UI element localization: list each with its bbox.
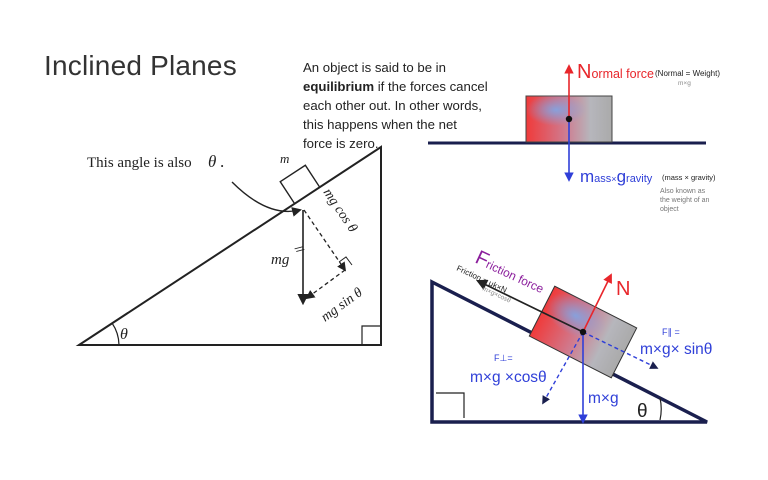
left-angle-note-theta: θ (208, 152, 216, 171)
left-sin-label: mg sin θ (319, 285, 366, 325)
slide-title: Inclined Planes (44, 50, 237, 81)
friction-normal-arrow (582, 273, 612, 333)
paragraph-suffix: if the forces cancel each other out. In … (303, 79, 488, 151)
left-note-pointer (231, 181, 302, 217)
left-mass-label: m (280, 151, 289, 166)
weight-note-1: Also known as (660, 188, 706, 195)
normal-block-center (565, 115, 573, 123)
left-cos-arrow (303, 209, 347, 272)
paragraph-prefix: An object is said to be in (303, 60, 446, 75)
gravity-gravity-cap: g (617, 167, 626, 186)
left-sin-arrow (305, 269, 346, 300)
left-angle-note-dot: . (220, 152, 224, 171)
gravity-mass-rest: ass (594, 173, 612, 185)
left-angle-note: This angle is also (87, 155, 192, 171)
left-component-right-angle (338, 256, 353, 266)
friction-angle-theta: θ (637, 401, 648, 422)
gravity-note: (mass × gravity) (662, 173, 716, 182)
weight-note-2: the weight of an (660, 197, 710, 204)
normal-force-label: Normal force (577, 61, 654, 83)
gravity-gravity-rest: ravity (626, 173, 653, 185)
left-cos-label: mg cos θ (320, 186, 360, 236)
weight-note-3: object (660, 206, 679, 213)
normal-force-note: (Normal = Weight) (655, 69, 720, 78)
left-weight-text: mg (271, 252, 290, 268)
friction-right-angle-mark (436, 392, 465, 418)
gravity-label: mass×gravity (580, 167, 653, 186)
paragraph-bold-term: equilibrium (303, 79, 375, 94)
left-weight-label: mg (271, 252, 290, 268)
left-incline-triangle (75, 145, 382, 346)
f-perp-expr: m×g ×cosθ (470, 369, 547, 386)
friction-force-arrow (475, 279, 584, 333)
normal-force-cap: N (577, 61, 591, 83)
f-parallel-label: F∥ = (662, 327, 680, 337)
left-angle-arc (111, 322, 120, 346)
friction-angle-arc (659, 397, 662, 421)
equilibrium-paragraph: An object is said to be in equilibrium i… (303, 58, 488, 153)
friction-block-center (579, 328, 587, 336)
normal-force-rest: ormal force (591, 67, 654, 81)
f-perp-label: F⊥= (494, 353, 513, 363)
left-right-angle-mark (361, 325, 381, 345)
left-block (279, 164, 321, 205)
left-angle-theta: θ (120, 326, 128, 343)
normal-force-diagram: Normal force (Normal = Weight) m×g mass×… (428, 61, 720, 213)
friction-weight-label: m×g (588, 390, 619, 407)
gravity-times: × (611, 174, 616, 184)
left-incline-diagram: θ This angle is also θ . m // mg mg cos … (75, 145, 382, 346)
friction-diagram: θ N Friction force (430, 247, 712, 424)
f-parallel-expr: m×g× sinθ (640, 341, 712, 358)
normal-force-sub: m×g (678, 80, 691, 87)
friction-normal-label: N (616, 278, 630, 300)
gravity-mass-cap: m (580, 167, 594, 186)
